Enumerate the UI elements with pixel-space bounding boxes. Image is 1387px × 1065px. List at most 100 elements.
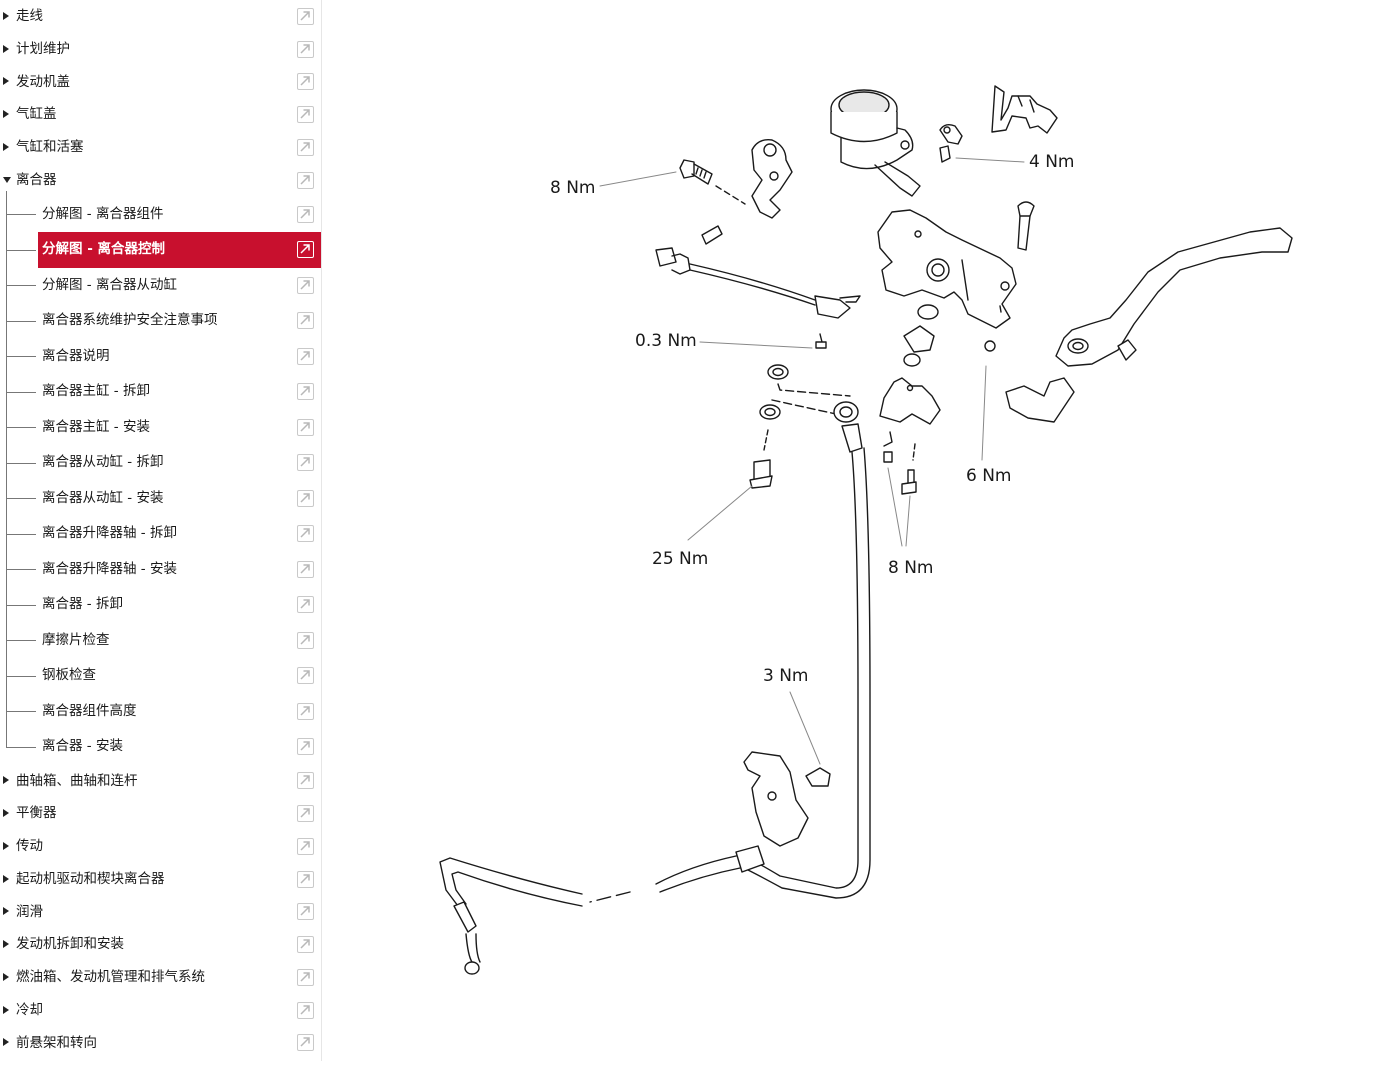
nav-child-active[interactable]: 分解图 - 离合器控制 (38, 232, 321, 268)
open-external-icon[interactable] (297, 1034, 314, 1052)
open-external-icon[interactable] (297, 171, 314, 189)
nav-section[interactable]: 平衡器 (0, 797, 321, 830)
open-external-icon[interactable] (297, 1001, 314, 1019)
nav-child[interactable]: 离合器主缸 - 安装 (0, 410, 321, 446)
nav-section[interactable]: 发动机拆卸和安装 (0, 928, 321, 961)
nav-section[interactable]: 气缸和活塞 (0, 131, 321, 164)
nav-section[interactable]: 传动 (0, 830, 321, 863)
caret-right-icon[interactable] (3, 874, 9, 883)
tree-connector (6, 533, 36, 535)
nav-item-label: 气缸盖 (16, 106, 57, 123)
caret-right-icon[interactable] (3, 1005, 9, 1014)
nav-child[interactable]: 离合器升降器轴 - 拆卸 (0, 516, 321, 552)
open-external-icon[interactable] (297, 205, 314, 223)
nav-item-label: 离合器 - 安装 (42, 738, 123, 754)
nav-item-label: 发动机拆卸和安装 (16, 936, 124, 953)
open-external-icon[interactable] (297, 383, 314, 401)
tree-connector (6, 675, 36, 677)
open-external-icon[interactable] (297, 454, 314, 472)
nav-section[interactable]: 前悬架和转向 (0, 1027, 321, 1060)
nav-child[interactable]: 离合器升降器轴 - 安装 (0, 552, 321, 588)
nav-item-label: 离合器从动缸 - 安装 (42, 489, 164, 506)
clutch-switch (655, 247, 861, 319)
tree-connector (6, 285, 36, 287)
open-external-icon[interactable] (297, 40, 314, 58)
open-external-icon[interactable] (297, 312, 314, 330)
open-external-icon[interactable] (297, 870, 314, 888)
caret-down-icon[interactable] (3, 177, 11, 184)
torque-label-switch-screw: 0.3 Nm (635, 331, 697, 351)
open-external-icon[interactable] (297, 525, 314, 543)
caret-right-icon[interactable] (3, 142, 9, 151)
open-external-icon[interactable] (297, 837, 314, 855)
caret-right-icon[interactable] (3, 776, 9, 785)
open-external-icon[interactable] (297, 936, 314, 954)
nav-section[interactable]: 走线 (0, 0, 321, 33)
open-external-icon[interactable] (297, 73, 314, 91)
nav-child[interactable]: 离合器 - 拆卸 (0, 587, 321, 623)
caret-right-icon[interactable] (3, 1038, 9, 1047)
nav-section[interactable]: 发动机盖 (0, 66, 321, 99)
nav-item-label: 离合器主缸 - 安装 (42, 418, 150, 435)
open-external-icon[interactable] (297, 347, 314, 365)
nav-child[interactable]: 离合器说明 (0, 339, 321, 375)
nav-child[interactable]: 分解图 - 离合器组件 (0, 197, 321, 233)
clutch-hose (439, 401, 871, 975)
tree-connector (6, 498, 36, 500)
open-external-icon[interactable] (297, 418, 314, 436)
caret-right-icon[interactable] (3, 809, 9, 818)
nav-child[interactable]: 离合器主缸 - 拆卸 (0, 374, 321, 410)
nav-child[interactable]: 分解图 - 离合器从动缸 (0, 268, 321, 304)
caret-right-icon[interactable] (3, 11, 9, 20)
nav-child[interactable]: 离合器从动缸 - 拆卸 (0, 445, 321, 481)
open-external-icon[interactable] (297, 138, 314, 156)
nav-section[interactable]: 气缸盖 (0, 98, 321, 131)
open-external-icon[interactable] (297, 702, 314, 720)
nav-item-label: 离合器说明 (42, 347, 110, 364)
nav-section[interactable]: 冷却 (0, 994, 321, 1027)
open-external-icon[interactable] (297, 968, 314, 986)
caret-right-icon[interactable] (3, 110, 9, 119)
caret-right-icon[interactable] (3, 77, 9, 86)
nav-child[interactable]: 离合器从动缸 - 安装 (0, 481, 321, 517)
caret-right-icon[interactable] (3, 907, 9, 916)
nav-section[interactable]: 润滑 (0, 896, 321, 929)
nav-child[interactable]: 钢板检查 (0, 658, 321, 694)
nav-section[interactable]: 计划维护 (0, 33, 321, 66)
open-external-icon[interactable] (297, 903, 314, 921)
open-external-icon[interactable] (297, 7, 314, 25)
open-external-icon[interactable] (297, 772, 314, 790)
nav-child[interactable]: 摩擦片检查 (0, 623, 321, 659)
open-external-icon[interactable] (297, 738, 314, 756)
nav-item-label: 走线 (16, 8, 43, 24)
open-external-icon[interactable] (297, 560, 314, 578)
open-external-icon[interactable] (297, 276, 314, 294)
nav-item-label: 摩擦片检查 (42, 631, 110, 648)
nav-section[interactable]: 燃油箱、发动机管理和排气系统 (0, 961, 321, 994)
open-external-icon[interactable] (297, 667, 314, 685)
open-external-icon[interactable] (297, 241, 314, 259)
caret-right-icon[interactable] (3, 940, 9, 949)
nav-item-label: 离合器组件高度 (42, 702, 137, 719)
open-external-icon[interactable] (297, 489, 314, 507)
caret-right-icon[interactable] (3, 44, 9, 53)
open-external-icon[interactable] (297, 805, 314, 823)
nav-section[interactable]: 起动机驱动和楔块离合器 (0, 863, 321, 896)
caret-right-icon[interactable] (3, 972, 9, 981)
caret-right-icon[interactable] (3, 841, 9, 850)
master-cylinder (877, 209, 1017, 329)
nav-section-expanded[interactable]: 离合器 (0, 164, 321, 197)
nav-section[interactable]: 曲轴箱、曲轴和连杆 (0, 765, 321, 798)
torque-label-pivot-nut: 6 Nm (966, 466, 1012, 486)
nav-child[interactable]: 离合器系统维护安全注意事项 (0, 303, 321, 339)
open-external-icon[interactable] (297, 631, 314, 649)
nav-child[interactable]: 离合器 - 安装 (0, 729, 321, 765)
nav-item-label: 分解图 - 离合器控制 (42, 241, 166, 257)
open-external-icon[interactable] (297, 106, 314, 124)
torque-label-bracket-screws: 8 Nm (888, 558, 934, 578)
nav-item-label: 传动 (16, 838, 43, 854)
nav-item-label: 分解图 - 离合器从动缸 (42, 276, 177, 293)
open-external-icon[interactable] (297, 596, 314, 614)
nav-child[interactable]: 离合器组件高度 (0, 694, 321, 730)
nav-item-label: 钢板检查 (42, 667, 96, 683)
